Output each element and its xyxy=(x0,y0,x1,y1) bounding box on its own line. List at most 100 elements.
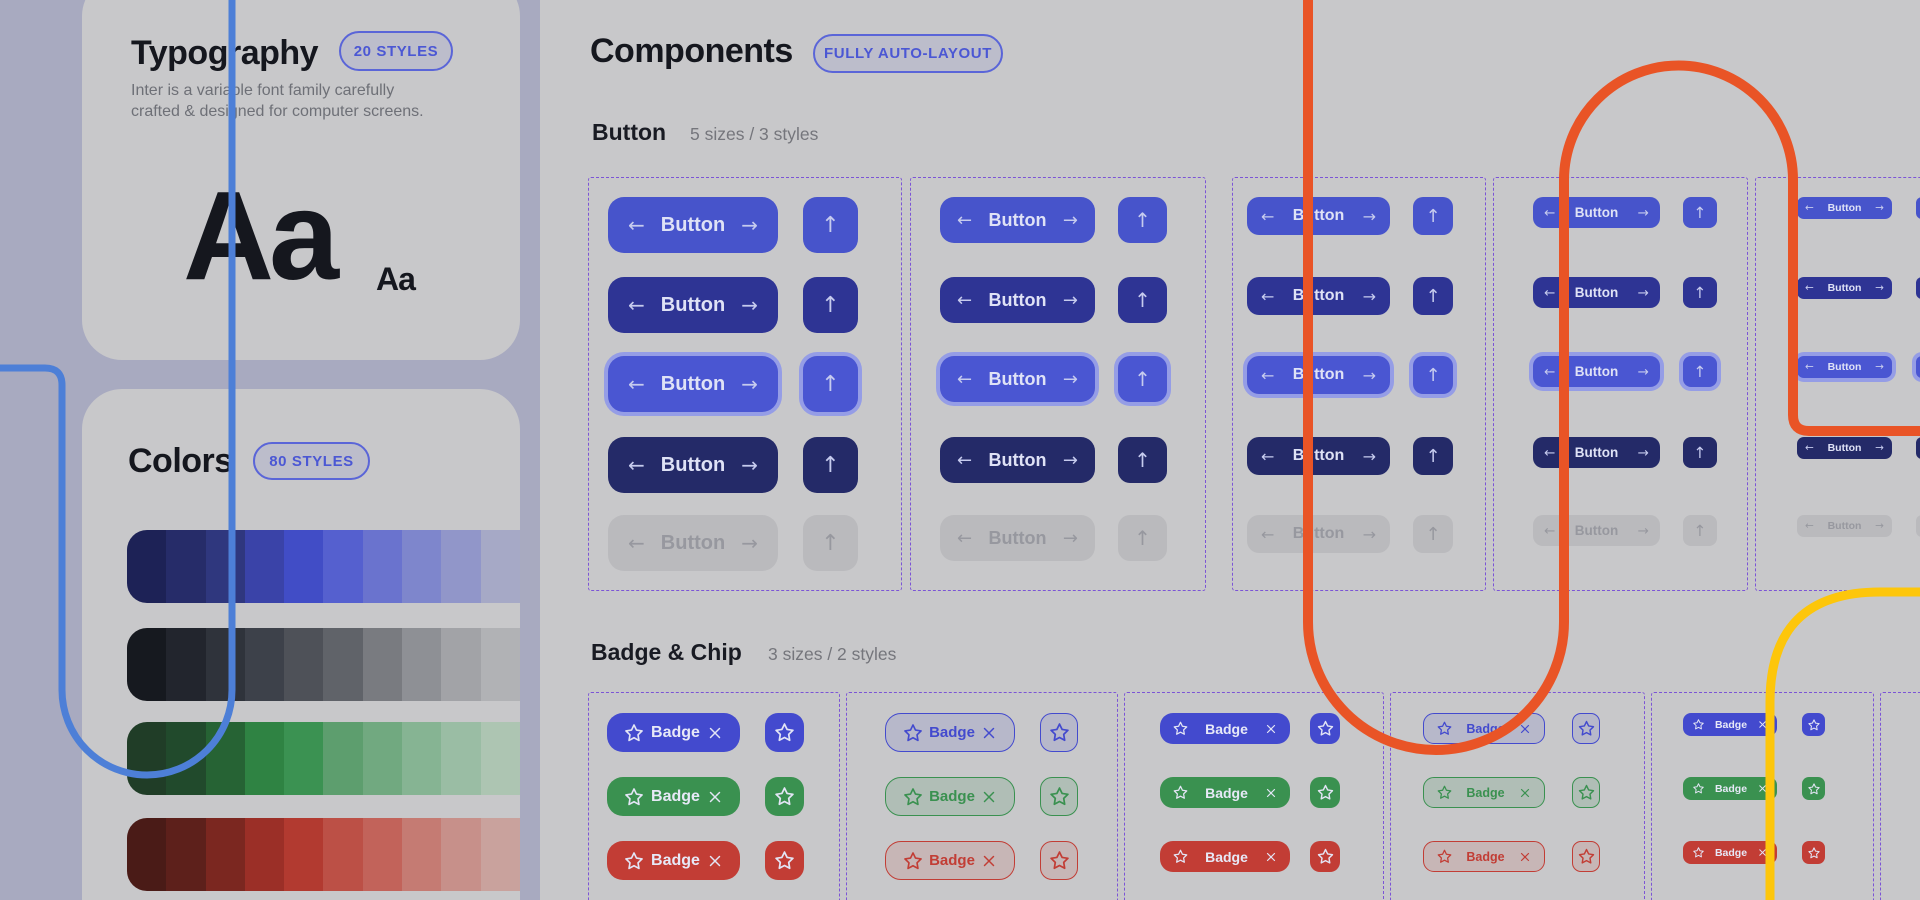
icon-button-sample[interactable]: ↑ xyxy=(1916,277,1920,299)
colors-style-count-badge[interactable]: 80 STYLES xyxy=(253,442,370,480)
button-sample[interactable]: ←Button→ xyxy=(608,277,778,333)
chip-sample-red[interactable] xyxy=(765,841,804,880)
icon-button-sample[interactable]: ↑ xyxy=(1683,356,1717,387)
button-sample[interactable]: ←Button→ xyxy=(1247,277,1390,315)
badge-sample-red[interactable]: Badge xyxy=(885,841,1015,880)
button-sample[interactable]: ←Button→ xyxy=(1247,356,1390,394)
close-icon[interactable] xyxy=(980,852,998,870)
badge-sample-green[interactable]: Badge xyxy=(885,777,1015,816)
chip-sample-green[interactable] xyxy=(1572,777,1600,808)
close-icon[interactable] xyxy=(1757,847,1768,858)
icon-button-sample[interactable]: ↑ xyxy=(1413,197,1453,235)
badge-sample-red[interactable]: Badge xyxy=(1423,841,1545,872)
icon-button-sample[interactable]: ↑ xyxy=(1683,277,1717,308)
button-sample[interactable]: ←Button→ xyxy=(608,197,778,253)
chip-sample-red[interactable] xyxy=(1040,841,1078,880)
icon-button-sample[interactable]: ↑ xyxy=(803,197,858,253)
auto-layout-badge[interactable]: FULLY AUTO-LAYOUT xyxy=(813,34,1003,73)
close-icon[interactable] xyxy=(980,724,998,742)
chip-sample-red[interactable] xyxy=(1572,841,1600,872)
button-sample[interactable]: ←Button→ xyxy=(940,277,1095,323)
close-icon[interactable] xyxy=(1264,722,1278,736)
button-sample[interactable]: ←Button→ xyxy=(608,515,778,571)
arrow-left-icon: ← xyxy=(628,531,645,555)
chip-sample-green[interactable] xyxy=(1310,777,1340,808)
icon-button-sample[interactable]: ↑ xyxy=(1118,197,1167,243)
button-sample[interactable]: ←Button→ xyxy=(940,515,1095,561)
chip-sample-blue[interactable] xyxy=(1040,713,1078,752)
close-icon[interactable] xyxy=(980,788,998,806)
icon-button-sample[interactable]: ↑ xyxy=(1916,197,1920,219)
icon-button-sample[interactable]: ↑ xyxy=(1413,515,1453,553)
icon-button-sample[interactable]: ↑ xyxy=(1413,437,1453,475)
badge-sample-blue[interactable]: Badge xyxy=(1683,713,1777,736)
button-sample[interactable]: ←Button→ xyxy=(1247,515,1390,553)
chip-sample-blue[interactable] xyxy=(1310,713,1340,744)
button-sample[interactable]: ←Button→ xyxy=(608,356,778,412)
icon-button-sample[interactable]: ↑ xyxy=(1916,356,1920,378)
badge-sample-blue[interactable]: Badge xyxy=(607,713,740,752)
button-section-heading: Button xyxy=(592,119,667,145)
chip-sample-blue[interactable] xyxy=(1802,713,1825,736)
close-icon[interactable] xyxy=(706,788,724,806)
badge-sample-green[interactable]: Badge xyxy=(607,777,740,816)
badge-sample-blue[interactable]: Badge xyxy=(885,713,1015,752)
button-sample[interactable]: ←Button→ xyxy=(1797,356,1892,378)
button-sample[interactable]: ←Button→ xyxy=(1797,515,1892,537)
close-icon[interactable] xyxy=(1518,786,1532,800)
chip-sample-blue[interactable] xyxy=(765,713,804,752)
close-icon[interactable] xyxy=(1757,719,1768,730)
icon-button-sample[interactable]: ↑ xyxy=(1413,277,1453,315)
close-icon[interactable] xyxy=(1264,850,1278,864)
chip-sample-green[interactable] xyxy=(765,777,804,816)
button-sample[interactable]: ←Button→ xyxy=(1797,277,1892,299)
badge-sample-green[interactable]: Badge xyxy=(1683,777,1777,800)
chip-sample-red[interactable] xyxy=(1802,841,1825,864)
icon-button-sample[interactable]: ↑ xyxy=(1118,356,1167,402)
icon-button-sample[interactable]: ↑ xyxy=(1916,437,1920,459)
badge-sample-red[interactable]: Badge xyxy=(1160,841,1290,872)
button-sample[interactable]: ←Button→ xyxy=(940,437,1095,483)
icon-button-sample[interactable]: ↑ xyxy=(803,437,858,493)
close-icon[interactable] xyxy=(706,852,724,870)
badge-sample-blue[interactable]: Badge xyxy=(1423,713,1545,744)
button-sample[interactable]: ←Button→ xyxy=(1533,356,1660,387)
icon-button-sample[interactable]: ↑ xyxy=(1118,277,1167,323)
close-icon[interactable] xyxy=(706,724,724,742)
icon-button-sample[interactable]: ↑ xyxy=(1413,356,1453,394)
chip-sample-red[interactable] xyxy=(1310,841,1340,872)
badge-sample-green[interactable]: Badge xyxy=(1160,777,1290,808)
icon-button-sample[interactable]: ↑ xyxy=(1683,197,1717,228)
icon-button-sample[interactable]: ↑ xyxy=(803,515,858,571)
close-icon[interactable] xyxy=(1264,786,1278,800)
button-sample[interactable]: ←Button→ xyxy=(1797,197,1892,219)
button-sample[interactable]: ←Button→ xyxy=(1247,197,1390,235)
typography-style-count-badge[interactable]: 20 STYLES xyxy=(339,31,453,71)
badge-sample-blue[interactable]: Badge xyxy=(1160,713,1290,744)
button-sample[interactable]: ←Button→ xyxy=(1533,437,1660,468)
close-icon[interactable] xyxy=(1518,850,1532,864)
button-sample[interactable]: ←Button→ xyxy=(940,356,1095,402)
badge-sample-green[interactable]: Badge xyxy=(1423,777,1545,808)
button-sample[interactable]: ←Button→ xyxy=(1533,515,1660,546)
close-icon[interactable] xyxy=(1518,722,1532,736)
button-sample[interactable]: ←Button→ xyxy=(608,437,778,493)
chip-sample-green[interactable] xyxy=(1040,777,1078,816)
button-sample[interactable]: ←Button→ xyxy=(1533,277,1660,308)
button-sample[interactable]: ←Button→ xyxy=(1247,437,1390,475)
chip-sample-green[interactable] xyxy=(1802,777,1825,800)
icon-button-sample[interactable]: ↑ xyxy=(803,356,858,412)
button-sample[interactable]: ←Button→ xyxy=(1797,437,1892,459)
icon-button-sample[interactable]: ↑ xyxy=(1118,437,1167,483)
badge-sample-red[interactable]: Badge xyxy=(607,841,740,880)
icon-button-sample[interactable]: ↑ xyxy=(1683,515,1717,546)
badge-sample-red[interactable]: Badge xyxy=(1683,841,1777,864)
close-icon[interactable] xyxy=(1757,783,1768,794)
button-sample[interactable]: ←Button→ xyxy=(1533,197,1660,228)
chip-sample-blue[interactable] xyxy=(1572,713,1600,744)
icon-button-sample[interactable]: ↑ xyxy=(1916,515,1920,537)
icon-button-sample[interactable]: ↑ xyxy=(803,277,858,333)
icon-button-sample[interactable]: ↑ xyxy=(1118,515,1167,561)
icon-button-sample[interactable]: ↑ xyxy=(1683,437,1717,468)
button-sample[interactable]: ←Button→ xyxy=(940,197,1095,243)
